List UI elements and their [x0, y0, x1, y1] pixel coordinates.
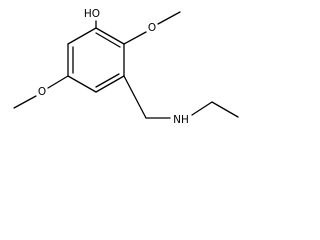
ring-bond-c4-c5	[67, 75, 97, 93]
ring-bond-c1-c2	[95, 27, 125, 45]
benzene-ring	[67, 27, 125, 93]
benzyl-ch2-bond	[123, 75, 147, 119]
hydroxyl-label: HO	[84, 8, 100, 20]
structure-diagram: HO O O NH	[13, 8, 239, 126]
n-ethyl-bond	[191, 101, 213, 116]
methoxy-top-bond-methyl	[157, 11, 181, 25]
methoxy-top-oxygen-label: O	[148, 22, 156, 34]
ethyl-bond	[211, 101, 239, 118]
methoxy-left-oxygen-label: O	[38, 86, 46, 98]
ring-double-bond-c1-c2	[95, 32, 121, 48]
methoxy-left-bond-ring	[47, 75, 69, 89]
ring-double-bond-c3-c4	[95, 73, 120, 88]
ring-bond-c3-c4	[95, 75, 125, 93]
amine-label: NH	[173, 114, 189, 126]
ring-bond-c6-c1	[67, 27, 97, 45]
methoxy-left-bond-methyl	[13, 95, 37, 109]
methoxy-top-bond-ring	[123, 31, 147, 45]
